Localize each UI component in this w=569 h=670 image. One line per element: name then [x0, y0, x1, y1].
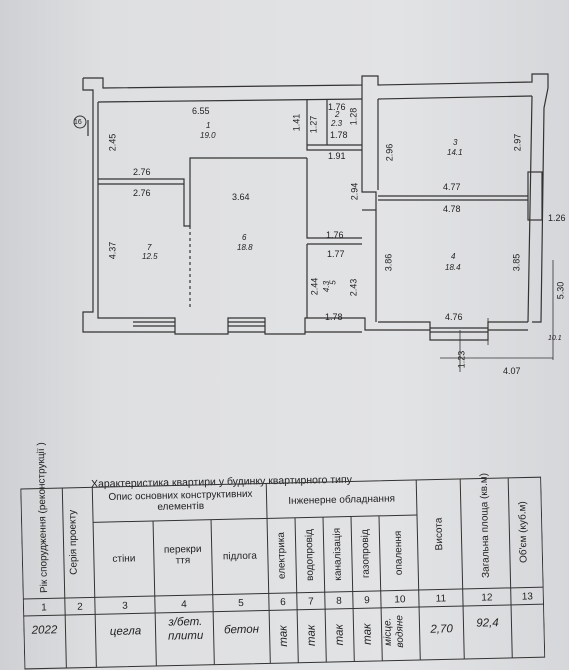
partition-bath — [306, 99, 362, 151]
header-gas: газопровід — [359, 529, 372, 579]
header-heating: опалення — [392, 530, 405, 576]
col-number: 12 — [481, 592, 493, 604]
characteristics-table: Рік спорудження (реконструкції ) Серія п… — [20, 442, 546, 670]
dim-label: 4.76 — [445, 312, 463, 322]
dim-label: 5.30 — [555, 281, 566, 300]
dim-label: 2.94 — [349, 182, 360, 201]
value-walls: цегла — [109, 625, 142, 638]
header-walls: стіни — [112, 553, 136, 565]
dim-label: 1.91 — [328, 151, 346, 161]
partition-7-6 — [98, 157, 307, 227]
room-area: 19.0 — [200, 131, 216, 140]
header-slab: перекри ття — [163, 543, 202, 567]
dim-label: 1.27 — [308, 115, 319, 134]
dim-label: 2.44 — [309, 277, 320, 296]
header-series: Серія проекту — [67, 509, 80, 575]
dim-label: 2.97 — [512, 133, 523, 152]
header-volume: Об'єм (куб.м) — [517, 501, 530, 564]
value-sewer: так — [333, 624, 346, 646]
header-sewer: каналізація — [331, 527, 344, 581]
dim-label: 4.07 — [503, 366, 521, 376]
room-number: 1 — [206, 121, 211, 130]
dim-label: 3.86 — [383, 253, 394, 272]
room-area: 4.3 — [322, 280, 332, 293]
header-height: Висота — [433, 517, 446, 551]
col-number: 13 — [521, 591, 534, 603]
room-area: 14.1 — [447, 148, 463, 157]
value-floor: бетон — [223, 623, 260, 637]
dim-label: 2.76 — [133, 167, 151, 177]
value-electricity: так — [277, 625, 290, 647]
value-slab: з/бет. плити — [167, 615, 204, 643]
col-number: 8 — [336, 595, 342, 607]
dim-label: 1.78 — [330, 130, 348, 140]
value-heating: місце. водяне — [382, 615, 406, 648]
dim-label: 4.37 — [107, 241, 118, 260]
dim-label: 3.64 — [232, 192, 250, 202]
col-number: 4 — [181, 599, 187, 611]
col-number: 9 — [364, 595, 370, 607]
dim-label: 2.76 — [133, 188, 151, 198]
dim-label: 3.85 — [511, 253, 522, 272]
dim-label: 1.76 — [326, 230, 344, 240]
room-area: 2.3 — [331, 119, 343, 128]
value-height: 2,70 — [430, 623, 453, 636]
col-number: 3 — [122, 600, 128, 612]
value-water: так — [305, 624, 318, 647]
col-number: 11 — [435, 593, 447, 605]
room-number: 4 — [451, 252, 456, 261]
col-number: 2 — [77, 601, 83, 613]
dim-label: 2.45 — [107, 133, 118, 152]
header-electricity: електрика — [275, 531, 288, 580]
col-number: 6 — [280, 597, 286, 609]
dim-label: 1.23 — [456, 350, 467, 369]
table-grid — [20, 476, 546, 670]
outer-wall-right — [532, 87, 549, 323]
value-year: 2022 — [31, 624, 58, 637]
dim-label: 2.96 — [384, 143, 395, 162]
dim-label: 1.78 — [325, 312, 343, 322]
dim-label: 1.76 — [328, 102, 346, 112]
room-area: 12.5 — [142, 252, 158, 261]
col-number: 1 — [41, 602, 47, 614]
col-number: 5 — [238, 597, 244, 610]
col-number: 10 — [394, 594, 406, 606]
dim-label: 4.78 — [443, 204, 461, 214]
value-area: 92,4 — [476, 617, 499, 630]
outer-wall-top — [83, 73, 549, 89]
axis-marker-label: 16 — [74, 119, 82, 126]
axis-marker-circle — [73, 115, 87, 129]
room-number: 3 — [453, 138, 458, 147]
dim-label: 1.41 — [291, 113, 302, 132]
header-structural: Опис основних конструктивних елементів — [108, 488, 253, 513]
dim-label: 1.28 — [348, 107, 359, 126]
outer-wall-left — [82, 78, 133, 333]
dim-label: 1.26 — [548, 213, 566, 223]
dim-label: 2.43 — [348, 278, 359, 297]
dim-label: 10.1 — [548, 335, 562, 342]
room-area: 18.8 — [237, 243, 253, 252]
col-number: 7 — [308, 596, 314, 608]
value-gas: так — [361, 623, 374, 645]
header-water: водопровід — [303, 528, 316, 581]
dim-label: 1.77 — [327, 249, 345, 259]
header-year: Рік спорудження (реконструкції ) — [35, 442, 51, 594]
bearing-wall-center — [361, 85, 377, 322]
dim-label: 6.55 — [192, 106, 210, 116]
room-number: 6 — [242, 233, 247, 242]
room-number: 7 — [147, 243, 152, 252]
dim-label: 4.77 — [443, 182, 461, 192]
header-floor: підлога — [222, 550, 257, 563]
header-total-area: Загальна площа (кв.м) — [478, 472, 492, 579]
room-area: 18.4 — [445, 263, 461, 272]
floor-plan — [73, 73, 554, 372]
room-number: 2 — [335, 110, 340, 119]
